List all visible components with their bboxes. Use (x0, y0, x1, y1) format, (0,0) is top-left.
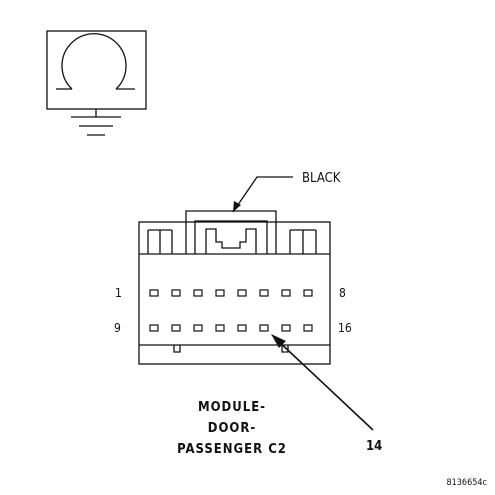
pin-label-1: 1 (115, 286, 122, 300)
connector-color-label: BLACK (302, 171, 341, 186)
color-leader-line (232, 176, 293, 213)
pin-label-16: 16 (338, 321, 352, 335)
connector-name-line-3: PASSENGER C2 (177, 442, 287, 457)
callout-pin-label: 14 (366, 439, 382, 454)
ground-symbol-icon (46, 30, 147, 136)
ground-symbol-arc (61, 33, 127, 90)
pin-label-8: 8 (339, 286, 346, 300)
connector-name-line-1: MODULE- (198, 400, 266, 415)
color-leader-arrowhead (233, 201, 241, 212)
figure-id: 8136654c (446, 478, 487, 488)
pin-row-2 (149, 324, 313, 332)
callout-arrowhead (271, 334, 286, 348)
callout-leader-line (274, 337, 374, 431)
connector-name-line-2: DOOR- (208, 421, 256, 436)
connector-body (138, 210, 331, 365)
pin-row-1 (149, 289, 313, 297)
pin-label-9: 9 (114, 321, 121, 335)
